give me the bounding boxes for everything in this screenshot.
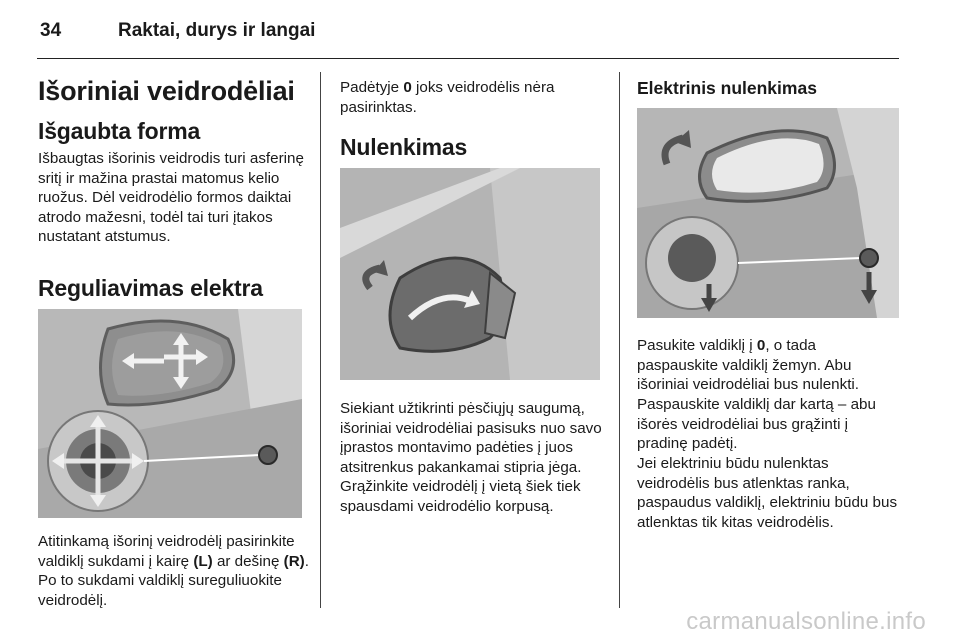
mirror-folding-illustration bbox=[340, 168, 600, 380]
paragraph-electric-adjust: Atitinkamą išorinį veidrodėlį pasirinkit… bbox=[38, 533, 309, 609]
subheading-folding: Nulenkimas bbox=[340, 134, 468, 160]
page-title: Raktai, durys ir langai bbox=[118, 20, 316, 41]
section-heading: Išoriniai veidrodėliai bbox=[38, 76, 295, 106]
column-divider bbox=[320, 72, 321, 608]
electric-folding-illustration bbox=[637, 108, 899, 318]
header-rule bbox=[37, 58, 899, 59]
subheading-electric-adjust: Reguliavimas elektra bbox=[38, 275, 263, 301]
subheading-convex: Išgaubta forma bbox=[38, 118, 201, 144]
watermark: carmanualsonline.info bbox=[686, 608, 926, 635]
paragraph-fold-manual: Jei elektriniu būdu nulenktas veidrodėli… bbox=[637, 455, 898, 531]
paragraph-folding: Siekiant užtikrinti pėsčiųjų saugumą, iš… bbox=[340, 400, 602, 515]
subheading-electric-folding: Elektrinis nulenkimas bbox=[637, 78, 817, 98]
paragraph-fold-return: Paspauskite valdiklį dar kartą – abu išo… bbox=[637, 396, 876, 452]
paragraph-fold-press: Pasukite valdiklį į 0, o tada paspauskit… bbox=[637, 337, 860, 393]
column-divider bbox=[619, 72, 620, 608]
paragraph-convex: Išbaugtas išorinis veidrodis turi asferi… bbox=[38, 150, 304, 245]
paragraph-position-zero: Padėtyje 0 joks veidrodėlis nėra pasirin… bbox=[340, 79, 555, 116]
page-number: 34 bbox=[40, 20, 62, 41]
mirror-adjust-illustration bbox=[38, 309, 302, 518]
